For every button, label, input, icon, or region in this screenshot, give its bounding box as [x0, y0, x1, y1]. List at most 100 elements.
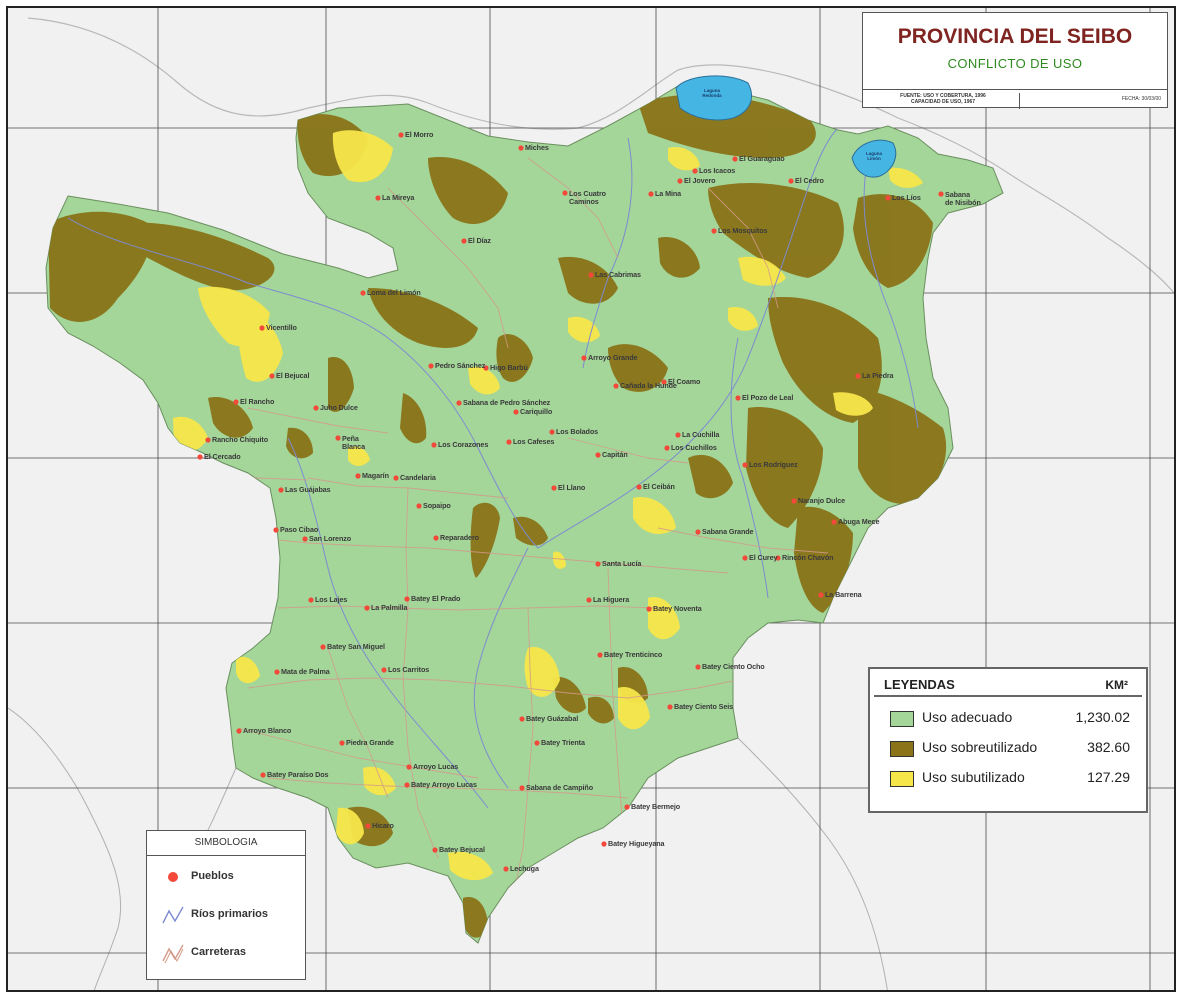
town-marker[interactable] [549, 429, 555, 435]
town-marker[interactable] [233, 399, 239, 405]
town-marker[interactable] [416, 503, 422, 509]
town-marker[interactable] [677, 178, 683, 184]
town-marker[interactable] [648, 191, 654, 197]
town-marker[interactable] [595, 561, 601, 567]
town-marker[interactable] [732, 156, 738, 162]
town-marker[interactable] [692, 168, 698, 174]
town-marker[interactable] [302, 536, 308, 542]
town-marker[interactable] [735, 395, 741, 401]
town-marker[interactable] [433, 535, 439, 541]
town-marker[interactable] [675, 432, 681, 438]
town-marker[interactable] [595, 452, 601, 458]
town-marker[interactable] [513, 409, 519, 415]
town-marker[interactable] [601, 841, 607, 847]
town-marker[interactable] [597, 652, 603, 658]
town-marker[interactable] [308, 597, 314, 603]
town-marker[interactable] [273, 527, 279, 533]
town-marker[interactable] [586, 597, 592, 603]
town-marker[interactable] [664, 445, 670, 451]
town-marker[interactable] [339, 740, 345, 746]
town-marker[interactable] [335, 435, 341, 441]
town-marker[interactable] [461, 238, 467, 244]
town-marker[interactable] [313, 405, 319, 411]
town-marker[interactable] [360, 290, 366, 296]
town-marker[interactable] [938, 191, 944, 197]
town-marker[interactable] [667, 704, 673, 710]
town-marker[interactable] [404, 782, 410, 788]
town-marker[interactable] [695, 664, 701, 670]
town-label: Vicentillo [266, 323, 297, 332]
town-marker[interactable] [404, 596, 410, 602]
town-marker[interactable] [259, 325, 265, 331]
town-marker[interactable] [506, 439, 512, 445]
town-marker[interactable] [581, 355, 587, 361]
town-marker[interactable] [518, 145, 524, 151]
town-marker[interactable] [613, 383, 619, 389]
town-marker[interactable] [885, 195, 891, 201]
town-marker[interactable] [534, 740, 540, 746]
town-marker[interactable] [456, 400, 462, 406]
town-marker[interactable] [695, 529, 701, 535]
town-marker[interactable] [381, 667, 387, 673]
town-marker[interactable] [320, 644, 326, 650]
town-marker[interactable] [393, 475, 399, 481]
town-marker[interactable] [646, 606, 652, 612]
town-marker[interactable] [431, 442, 437, 448]
town-marker[interactable] [483, 365, 489, 371]
town-marker[interactable] [562, 190, 568, 196]
legend-value: 382.60 [1087, 739, 1130, 755]
legend-title: LEYENDAS [884, 677, 955, 692]
town-marker[interactable] [742, 555, 748, 561]
legend-value: 127.29 [1087, 769, 1130, 785]
town-label: Sabana de Pedro Sánchez [463, 398, 551, 407]
town-marker[interactable] [260, 772, 266, 778]
town-label: Batey Paraíso Dos [267, 770, 329, 779]
town-marker[interactable] [636, 484, 642, 490]
town-marker[interactable] [205, 437, 211, 443]
town-marker[interactable] [661, 379, 667, 385]
town-marker[interactable] [269, 373, 275, 379]
town-marker[interactable] [355, 473, 361, 479]
town-marker[interactable] [432, 847, 438, 853]
town-marker[interactable] [551, 485, 557, 491]
town-marker[interactable] [519, 716, 525, 722]
symbology-label: Carreteras [191, 946, 247, 958]
data-source: FUENTE: USO Y COBERTURA, 1996 CAPACIDAD … [867, 93, 1020, 109]
town-marker[interactable] [278, 487, 284, 493]
town-marker[interactable] [365, 823, 371, 829]
town-label: El Pozo de Leal [742, 393, 794, 402]
town-marker[interactable] [197, 454, 203, 460]
town-marker[interactable] [588, 272, 594, 278]
town-marker[interactable] [788, 178, 794, 184]
town-marker[interactable] [855, 373, 861, 379]
town-marker[interactable] [711, 228, 717, 234]
town-marker[interactable] [503, 866, 509, 872]
town-marker[interactable] [519, 785, 525, 791]
town-marker[interactable] [406, 764, 412, 770]
map-date: FECHA: 30/03/00 [1121, 96, 1161, 102]
town-label: Sabana Grande [702, 527, 754, 536]
town-marker[interactable] [236, 728, 242, 734]
town-label: Hicaro [372, 821, 394, 830]
town-label: La Cuchilla [682, 430, 720, 439]
town-marker[interactable] [274, 669, 280, 675]
town-marker[interactable] [742, 462, 748, 468]
town-label: La Mina [655, 189, 682, 198]
town-label: Peña Blanca [342, 433, 365, 451]
town-marker[interactable] [398, 132, 404, 138]
town-label: Las Cabrimas [595, 270, 641, 279]
town-marker[interactable] [624, 804, 630, 810]
town-marker[interactable] [818, 592, 824, 598]
town-marker[interactable] [775, 555, 781, 561]
town-label: Los Lajes [315, 595, 348, 604]
town-label: El Díaz [468, 236, 491, 245]
town-marker[interactable] [831, 519, 837, 525]
town-label: Los Rodríguez [749, 460, 798, 469]
town-markers [197, 132, 944, 872]
town-marker[interactable] [375, 195, 381, 201]
town-marker[interactable] [428, 363, 434, 369]
town-marker[interactable] [791, 498, 797, 504]
town-marker[interactable] [364, 605, 370, 611]
